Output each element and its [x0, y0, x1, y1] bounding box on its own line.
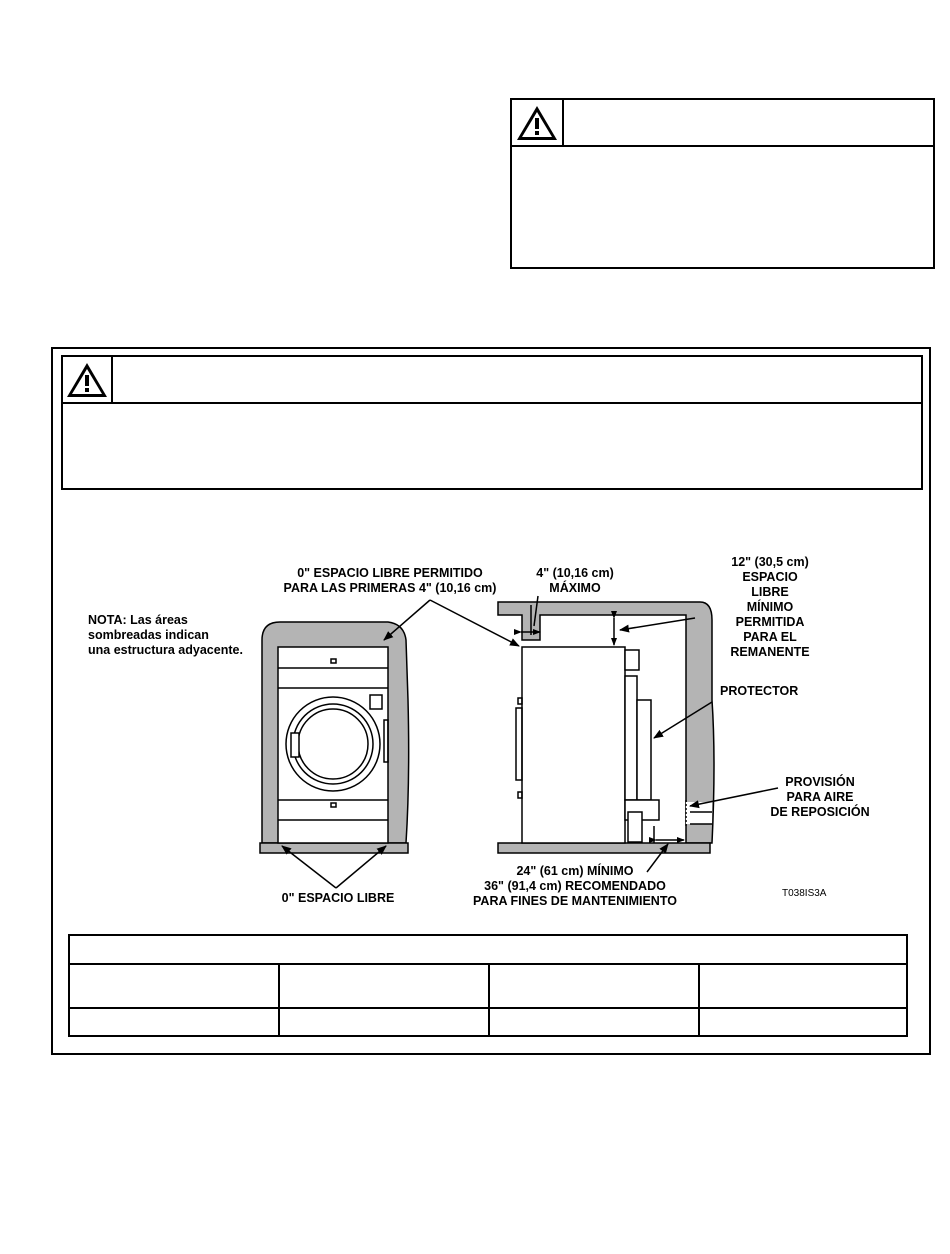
dimension-arrows [281, 595, 779, 889]
warning-box-top-header [512, 100, 933, 147]
label-service-clearance: 24" (61 cm) MÍNIMO 36" (91,4 cm) RECOMEN… [473, 864, 677, 908]
warning-triangle-icon [517, 106, 557, 140]
label-makeup-air: PROVISIÓN PARA AIRE DE REPOSICIÓN [770, 775, 870, 819]
side-view-structure [497, 601, 715, 854]
dryer-side-view [515, 646, 687, 844]
warning-icon-cell [512, 100, 564, 145]
dryer-front-view [277, 646, 389, 844]
warning-box-main [61, 355, 923, 490]
spec-table [68, 934, 908, 1037]
table-cell [278, 965, 280, 1009]
table-cell [488, 1009, 490, 1037]
warning-box-main-header [63, 357, 921, 404]
label-zero-clearance: 0" ESPACIO LIBRE [281, 891, 395, 905]
table-cell [698, 1009, 700, 1037]
table-cell [698, 965, 700, 1009]
table-cell [278, 1009, 280, 1037]
label-top-maximum: 4" (10,16 cm) MÁXIMO [536, 566, 614, 595]
warning-triangle-icon [67, 363, 107, 397]
label-front-clearance: 0" ESPACIO LIBRE PERMITIDO PARA LAS PRIM… [283, 566, 497, 595]
table-row [70, 1007, 906, 1037]
figure-frame [51, 347, 931, 1055]
label-protector: PROTECTOR [720, 684, 799, 698]
warning-icon-cell [63, 357, 113, 402]
label-rear-clearance: 12" (30,5 cm) ESPACIO LIBRE MÍNIMO PERMI… [730, 555, 810, 659]
label-note: NOTA: Las áreas sombreadas indican una e… [88, 613, 243, 657]
table-row [70, 963, 906, 1009]
warning-box-top [510, 98, 935, 269]
figure-code: T038IS3A [782, 888, 827, 899]
table-cell [488, 965, 490, 1009]
